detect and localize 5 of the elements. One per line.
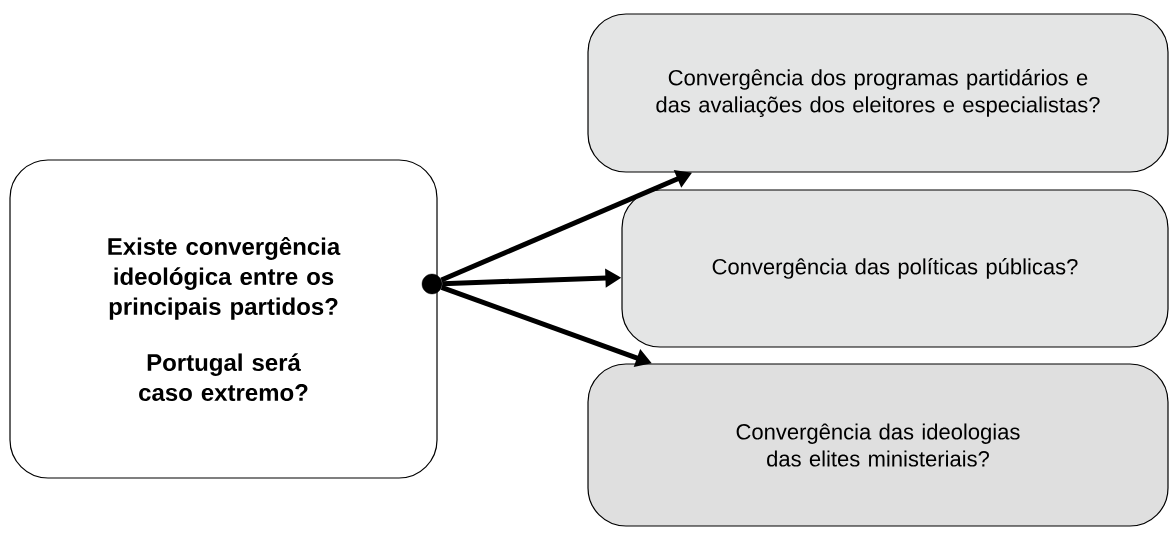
topic-box: Convergência das políticas públicas? xyxy=(621,189,1169,348)
topic-box: Convergência dos programas partidários e das avaliações dos eleitores e especialistas? xyxy=(587,13,1169,173)
junction-dot xyxy=(421,273,443,295)
topic-box: Convergência das ideologias das elites ministeriais? xyxy=(587,363,1169,527)
question-box: Existe convergência ideológica entre os principais partidos? Portugal será caso extremo? xyxy=(9,159,438,479)
